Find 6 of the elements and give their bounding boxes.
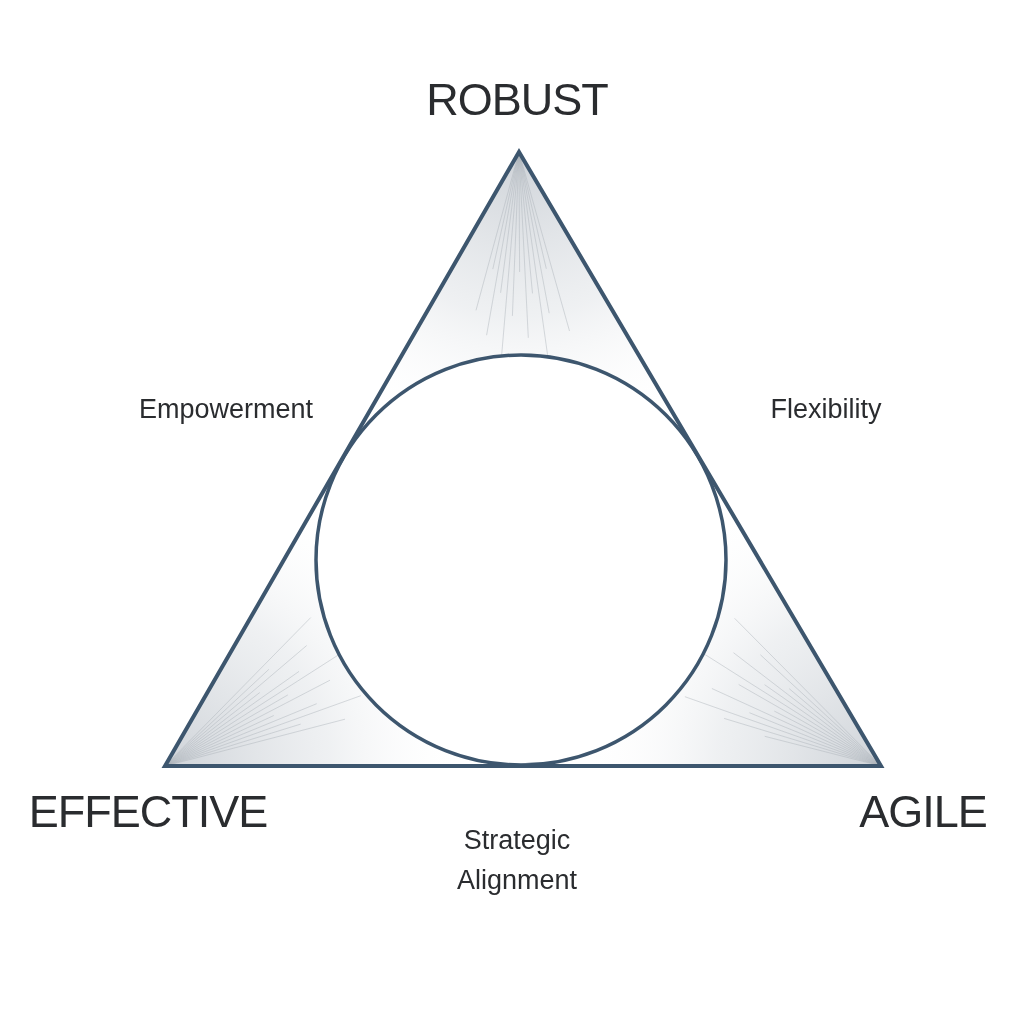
vertex-label: ROBUST bbox=[426, 74, 608, 126]
side-label: Flexibility bbox=[770, 394, 882, 426]
side-label: Strategic Alignment bbox=[455, 824, 579, 897]
side-label: Empowerment bbox=[138, 394, 314, 426]
vertex-label: EFFECTIVE bbox=[28, 786, 268, 838]
vertex-label: AGILE bbox=[859, 786, 987, 838]
